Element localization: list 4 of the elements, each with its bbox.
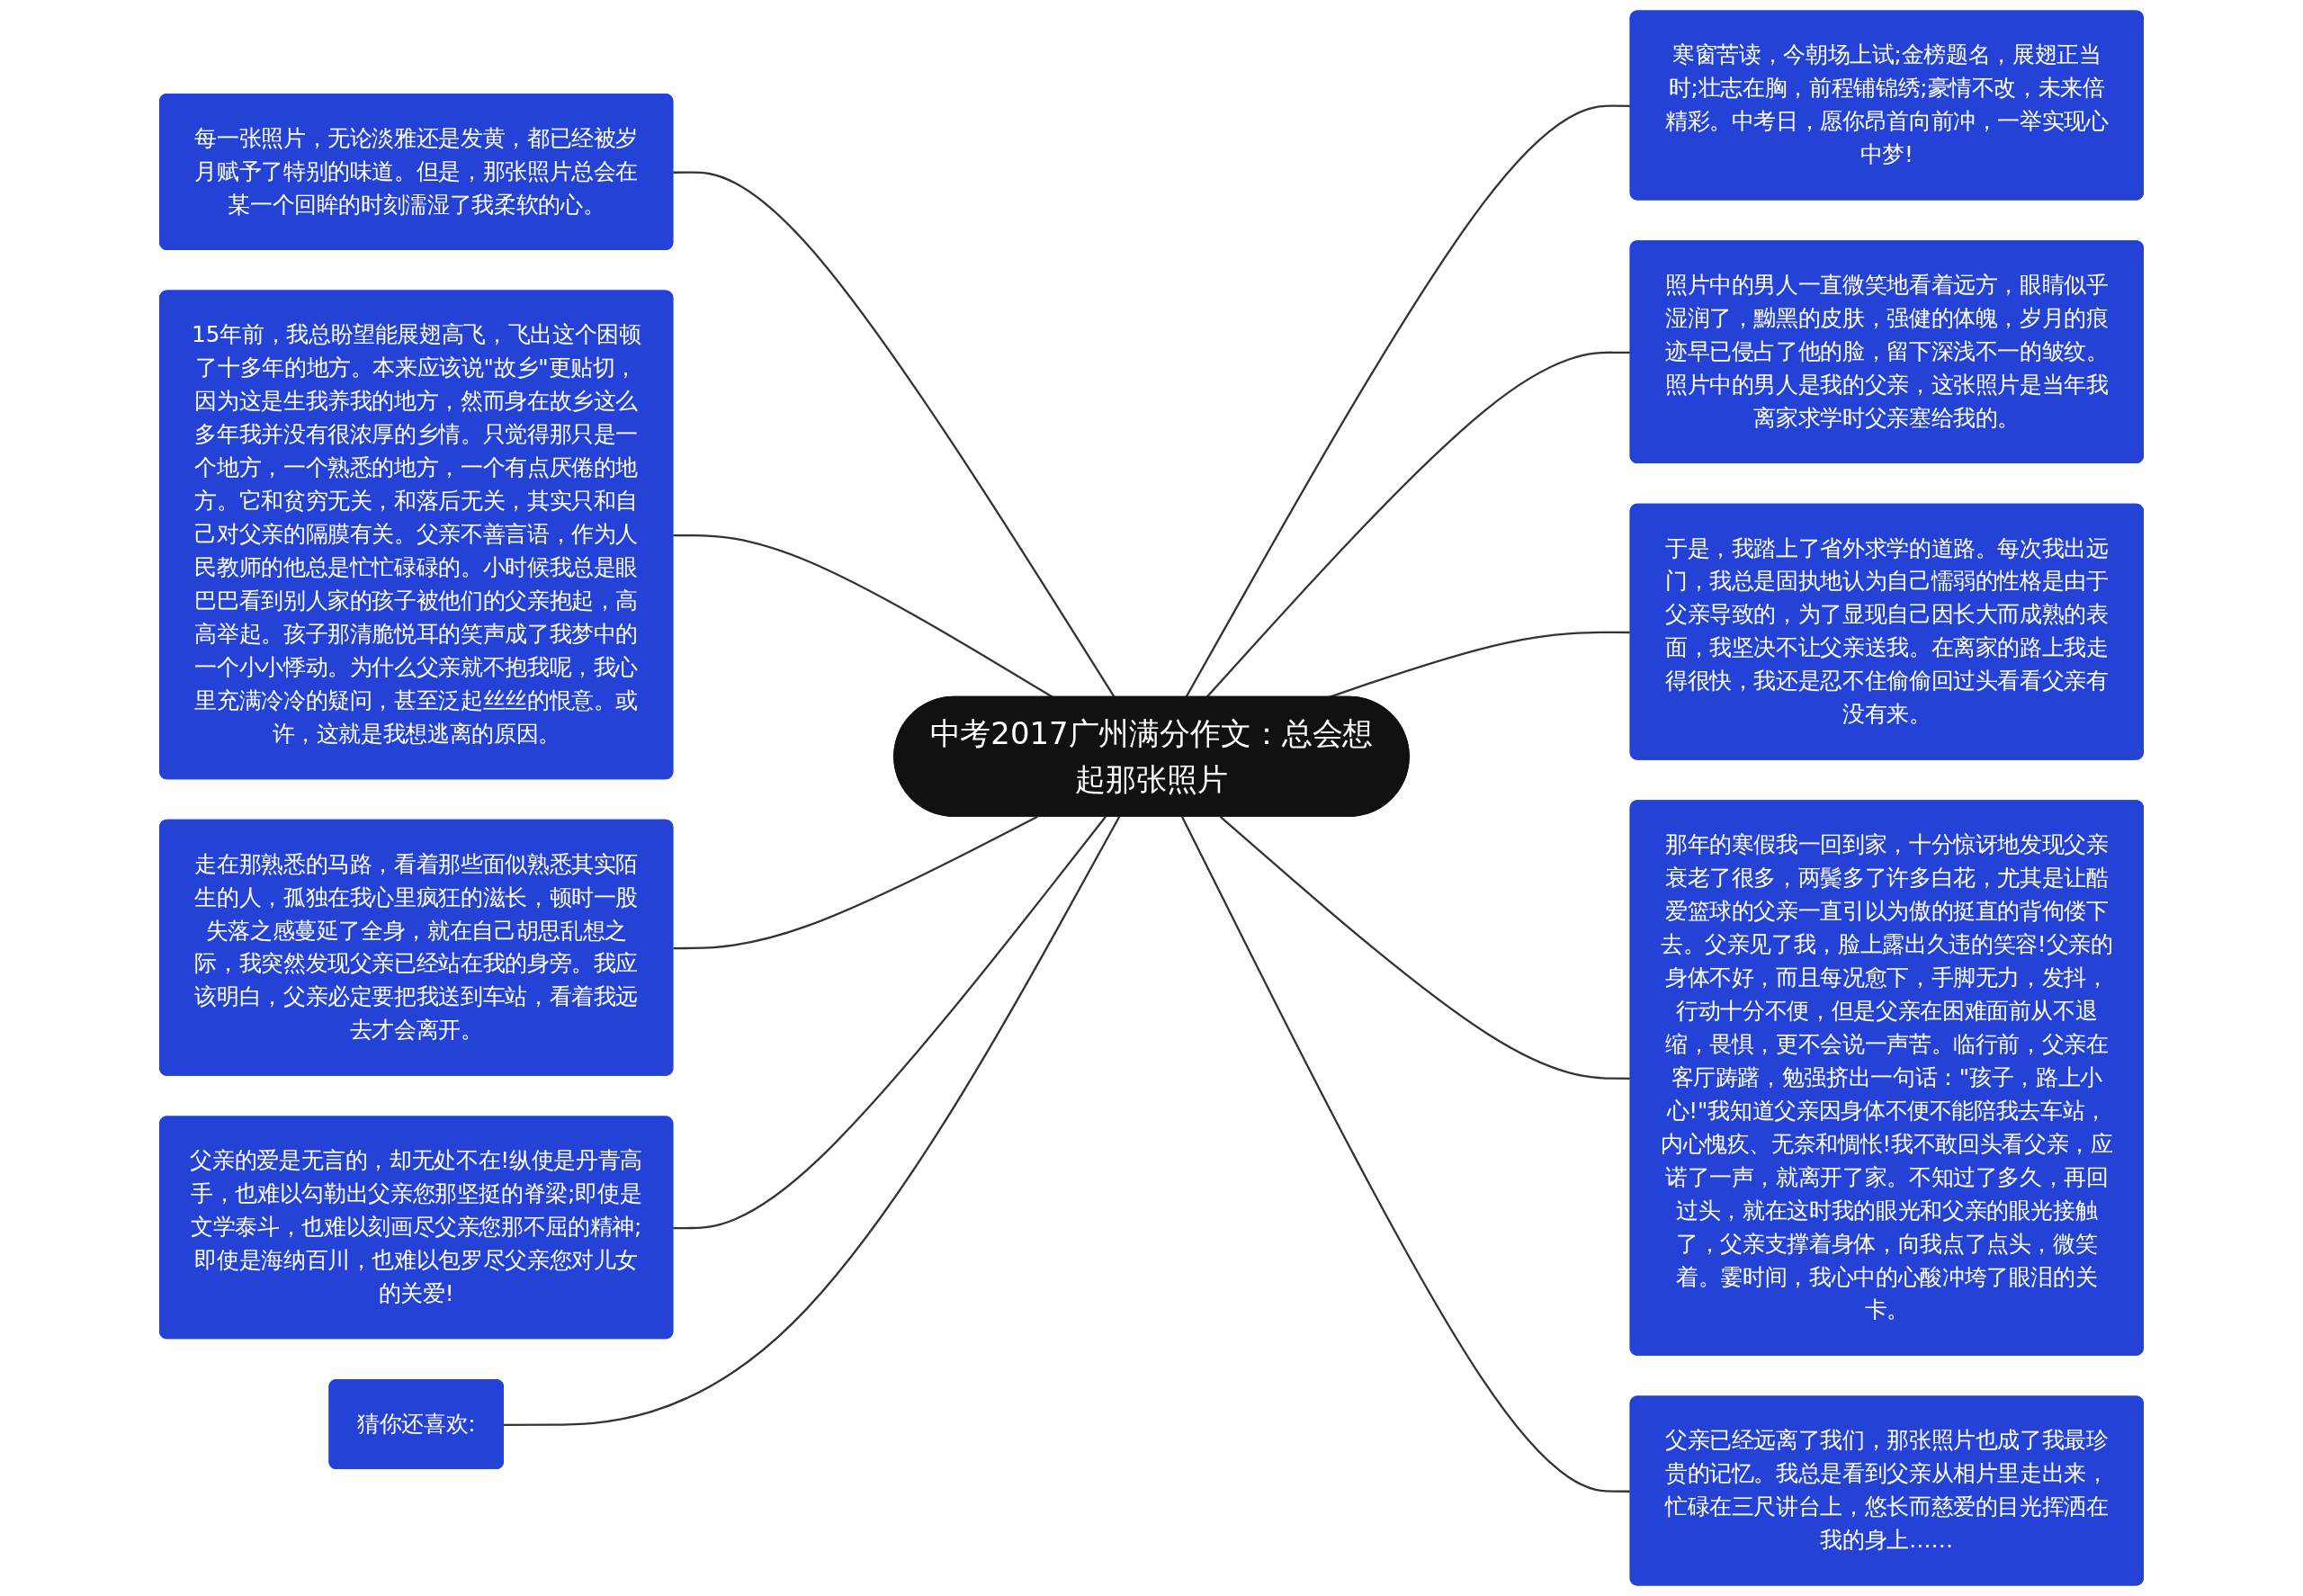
- connector: [673, 815, 1038, 950]
- connector: [673, 171, 1116, 698]
- connector: [673, 816, 1107, 1230]
- connector: [504, 816, 1121, 1426]
